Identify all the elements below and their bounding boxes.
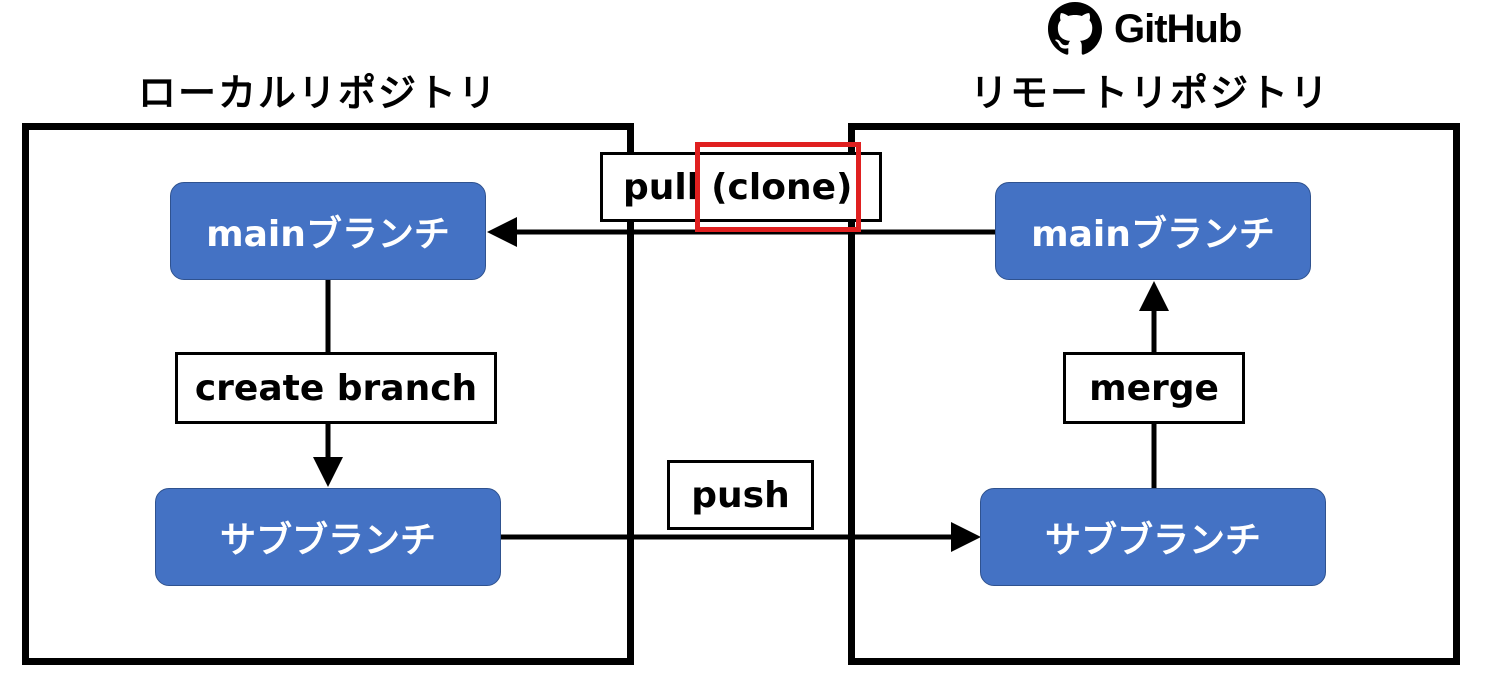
github-wordmark: GitHub bbox=[1114, 6, 1242, 51]
remote-sub-branch-node: サブブランチ bbox=[980, 488, 1326, 586]
local-sub-branch-node: サブブランチ bbox=[155, 488, 501, 586]
clone-highlight-box bbox=[695, 142, 861, 232]
push-label: push bbox=[667, 460, 814, 530]
merge-label: merge bbox=[1063, 352, 1245, 424]
local-repo-title: ローカルリポジトリ bbox=[138, 71, 499, 115]
pull-clone-label: pull (clone) bbox=[600, 152, 882, 222]
local-repo-box bbox=[22, 123, 634, 665]
remote-repo-box bbox=[848, 123, 1460, 665]
remote-main-branch-node: mainブランチ bbox=[995, 182, 1311, 280]
local-main-branch-node: mainブランチ bbox=[170, 182, 486, 280]
github-octocat-icon bbox=[1048, 2, 1102, 55]
github-logo: GitHub bbox=[1044, 2, 1242, 56]
pull-text: pull bbox=[623, 166, 700, 208]
create-branch-label: create branch bbox=[175, 352, 497, 424]
remote-repo-title: リモートリポジトリ bbox=[970, 71, 1331, 115]
clone-text: (clone) bbox=[711, 166, 853, 208]
